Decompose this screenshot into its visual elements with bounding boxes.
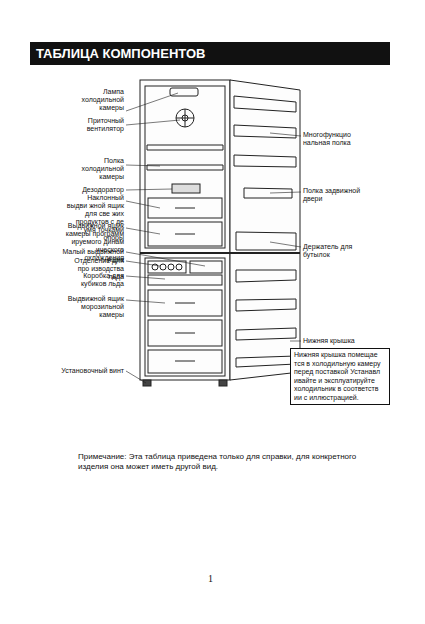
part-label: Лампа холодильной камеры bbox=[76, 88, 124, 112]
page-number: 1 bbox=[208, 573, 228, 585]
title-text: ТАБЛИЦА КОМПОНЕНТОВ bbox=[36, 46, 205, 61]
part-label: Выдвижной ящик морозильной камеры bbox=[58, 295, 124, 319]
part-label: Установочный винт bbox=[54, 367, 124, 375]
part-label: Приточный вентилятор bbox=[76, 117, 124, 133]
note-text: Примечание: Эта таблица приведена только… bbox=[78, 452, 378, 472]
part-label: Коробка для кубиков льда bbox=[74, 272, 124, 288]
part-label: Дезодоратор bbox=[64, 186, 124, 194]
part-label: Держатель для бутылок bbox=[303, 243, 365, 259]
part-label: Многофункцио нальная полка bbox=[303, 131, 361, 147]
part-label: Полка задвижной двери bbox=[303, 187, 365, 203]
note-box: Нижняя крышка помещае тся в холодильную … bbox=[290, 348, 390, 405]
part-label: Нижняя крышка bbox=[303, 337, 373, 345]
part-label: Полка холодильной камеры bbox=[60, 157, 124, 181]
note-text: Нижняя крышка помещае тся в холодильную … bbox=[294, 351, 386, 402]
